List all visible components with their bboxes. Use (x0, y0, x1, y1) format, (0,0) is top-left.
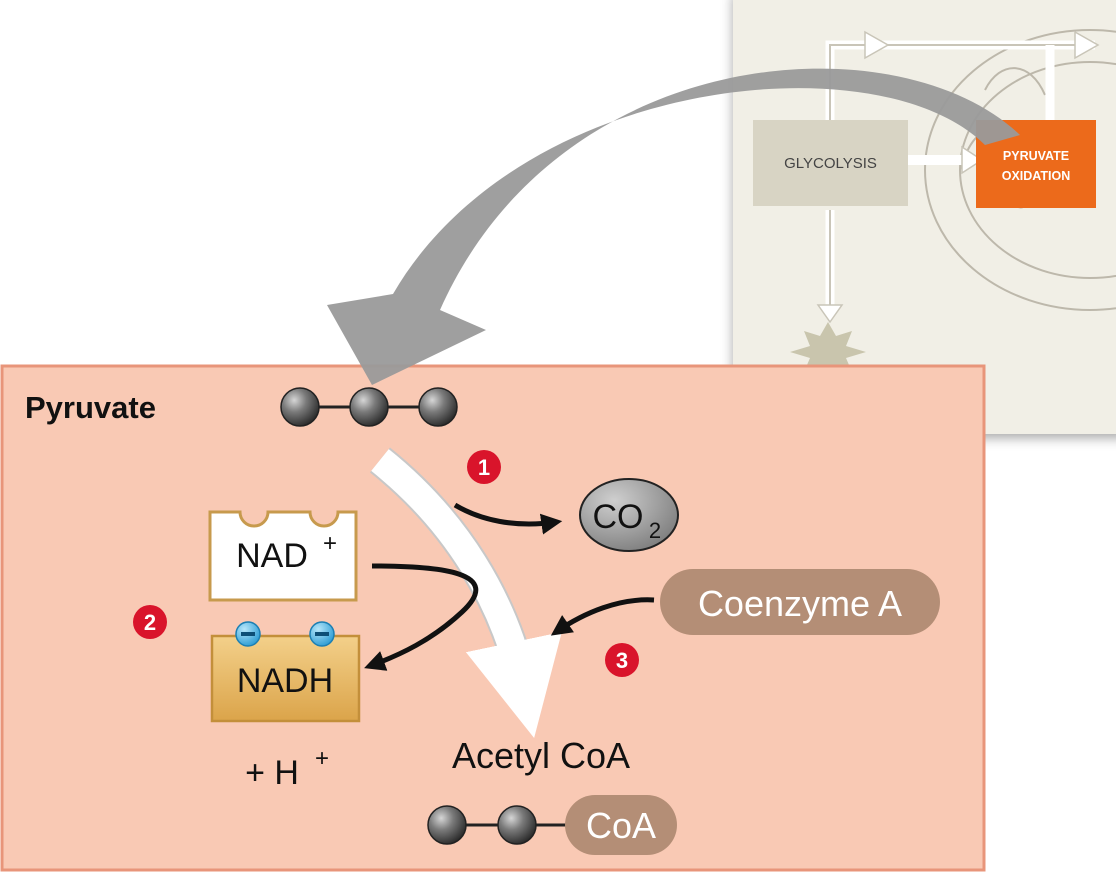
pyruvate-molecule-icon (280, 387, 458, 427)
electron-icon (309, 621, 335, 647)
nad-plus-label: NAD (236, 537, 308, 575)
step-badge-1: 1 (467, 450, 501, 484)
co2-release-arrow (453, 502, 563, 535)
step-badge-2: 2 (133, 605, 167, 639)
pyruvate-to-acetyl-coa-arrow (369, 447, 562, 738)
pyruvate-oxidation-label-line1: PYRUVATE (1003, 149, 1069, 163)
svg-text:1: 1 (478, 455, 490, 480)
hydrogen-ion-superscript: + (315, 745, 329, 772)
nad-reduction-arrow (364, 563, 479, 671)
coenzyme-a-arrow (550, 597, 655, 636)
svg-text:3: 3 (616, 648, 628, 673)
glycolysis-box: GLYCOLYSIS (753, 120, 908, 206)
coa-label: CoA (586, 805, 656, 846)
pyruvate-label: Pyruvate (25, 390, 156, 425)
acetyl-coa-molecule: CoA (427, 795, 677, 855)
svg-text:2: 2 (144, 610, 156, 635)
coenzyme-a-pill: Coenzyme A (660, 569, 940, 635)
zoom-in-arrow (327, 68, 1020, 385)
glycolysis-label: GLYCOLYSIS (784, 155, 877, 172)
co2-molecule: CO 2 (579, 478, 679, 552)
co2-label: CO (593, 498, 644, 536)
pyruvate-oxidation-label-line2: OXIDATION (1002, 169, 1071, 183)
step-badge-3: 3 (605, 643, 639, 677)
coenzyme-a-label: Coenzyme A (698, 583, 902, 624)
nadh-box: NADH (210, 621, 361, 723)
nad-plus-superscript: + (323, 530, 337, 557)
co2-subscript: 2 (649, 518, 661, 543)
overview-panel: GLYCOLYSIS PYRUVATE OXIDATION (733, 0, 1116, 434)
electron-icon (235, 621, 261, 647)
coa-pill: CoA (565, 795, 677, 855)
hydrogen-ion-label: + H (245, 754, 299, 792)
overview-flow-arrows (816, 30, 1100, 324)
acetyl-coa-label: Acetyl CoA (452, 735, 630, 776)
nadh-label: NADH (237, 662, 333, 700)
nad-plus-box: NAD + (208, 510, 358, 602)
